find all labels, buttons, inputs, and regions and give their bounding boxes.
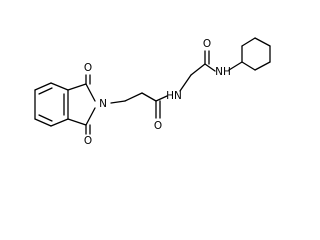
bond: [38, 114, 53, 122]
bond: [38, 87, 53, 95]
bond: [85, 83, 96, 102]
bond: [34, 118, 52, 127]
bond: [141, 92, 157, 102]
atom-labels: O NH HN O N O O: [84, 38, 231, 147]
bond: [241, 37, 256, 47]
bond: [67, 83, 87, 91]
molecule-structure-diagram: O NH HN O N O O: [34, 37, 271, 147]
bond: [204, 63, 216, 72]
atom-label-nitrogen: HN: [166, 90, 182, 102]
atom-label-nitrogen: N: [99, 98, 107, 110]
bond: [254, 37, 271, 47]
atom-label-oxygen: O: [84, 62, 92, 74]
atom-label-oxygen: O: [154, 120, 162, 132]
bond-lines: [34, 37, 271, 135]
bond: [228, 61, 243, 71]
bond: [241, 61, 256, 71]
bond: [190, 63, 206, 76]
bond: [50, 82, 69, 91]
atom-label-nitrogen: NH: [215, 66, 231, 78]
bond: [155, 95, 168, 102]
bond: [254, 61, 271, 71]
bond: [67, 118, 87, 126]
bond: [34, 82, 52, 91]
bond: [124, 92, 143, 102]
bond: [179, 74, 192, 92]
bond: [50, 118, 69, 127]
bond: [85, 107, 96, 126]
bond: [110, 100, 126, 104]
atom-label-oxygen: O: [203, 38, 211, 50]
atom-label-oxygen: O: [84, 135, 92, 147]
